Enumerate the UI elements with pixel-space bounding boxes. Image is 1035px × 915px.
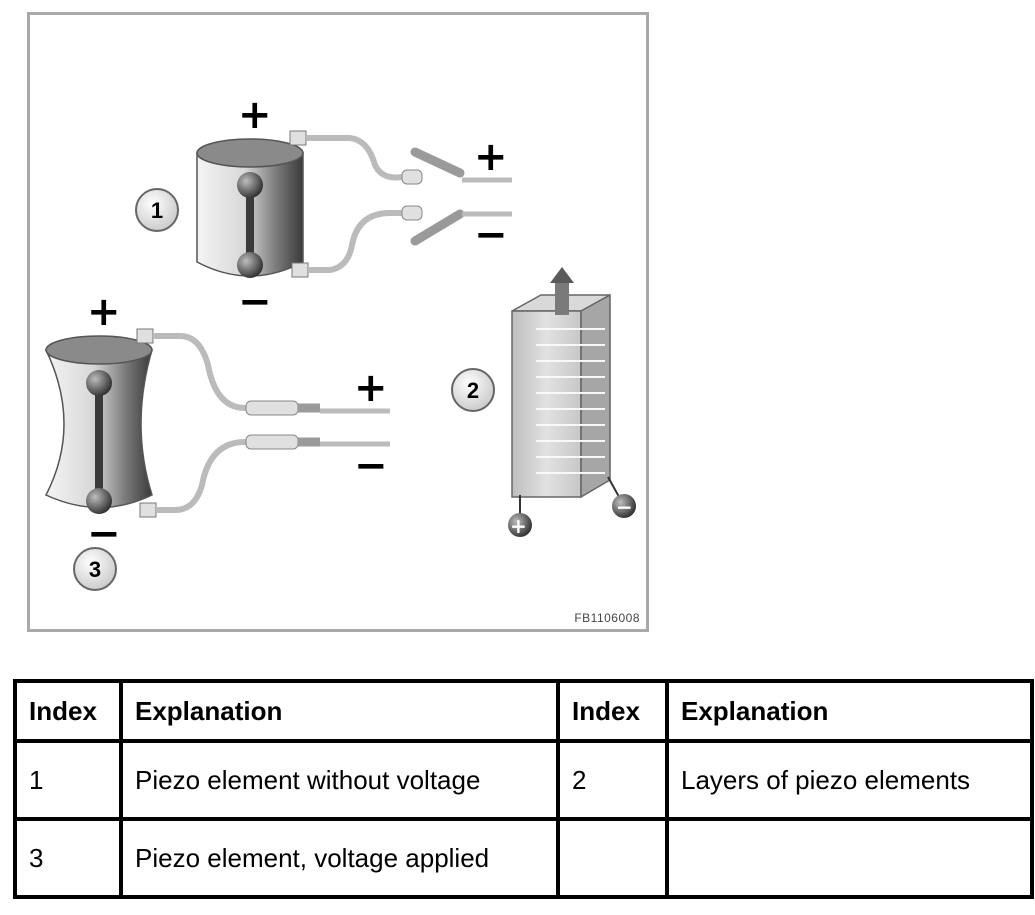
plus-sign-top-3: + — [87, 289, 121, 335]
plus-sign-top-1: + — [238, 92, 272, 138]
header-explanation: Explanation — [119, 679, 560, 743]
legend-index: 2 — [556, 739, 669, 821]
piezo-element-1 — [196, 130, 512, 278]
callout-1: 1 — [135, 188, 179, 232]
callout-1-label: 1 — [151, 198, 163, 223]
figure-reference-code: FB1106008 — [574, 611, 640, 625]
callout-3-label: 3 — [89, 557, 101, 582]
header-index: Index — [556, 679, 669, 743]
piezo-diagram: + − + − — [44, 92, 636, 591]
callout-3: 3 — [73, 547, 117, 591]
plus-sign-wire-1: + — [474, 134, 508, 180]
minus-sign-bottom-1: − — [238, 279, 272, 325]
legend-row: 1 Piezo element without voltage 2 Layers… — [13, 739, 1034, 821]
legend-explanation: Layers of piezo elements — [665, 739, 1034, 821]
plus-sign-wire-3: + — [354, 365, 388, 411]
legend-explanation — [665, 817, 1034, 899]
plus-sign-stack: + — [510, 514, 527, 538]
callout-2-label: 2 — [467, 378, 479, 403]
header-explanation: Explanation — [665, 679, 1034, 743]
diagram-figure: + − + − — [27, 12, 649, 632]
piezo-element-3 — [44, 328, 390, 518]
piezo-stack-2 — [508, 267, 636, 537]
legend-header-row: Index Explanation Index Explanation — [13, 679, 1034, 743]
minus-sign-stack: − — [616, 495, 633, 519]
header-index: Index — [13, 679, 123, 743]
legend-index: 1 — [13, 739, 123, 821]
legend-explanation: Piezo element without voltage — [119, 739, 560, 821]
legend-index: 3 — [13, 817, 123, 899]
legend-table: Index Explanation Index Explanation 1 Pi… — [13, 679, 1034, 899]
legend-row: 3 Piezo element, voltage applied — [13, 817, 1034, 899]
legend-index — [556, 817, 669, 899]
callout-2: 2 — [451, 368, 495, 412]
legend-explanation: Piezo element, voltage applied — [119, 817, 560, 899]
minus-sign-wire-1: − — [474, 212, 508, 258]
minus-sign-wire-3: − — [354, 443, 388, 489]
